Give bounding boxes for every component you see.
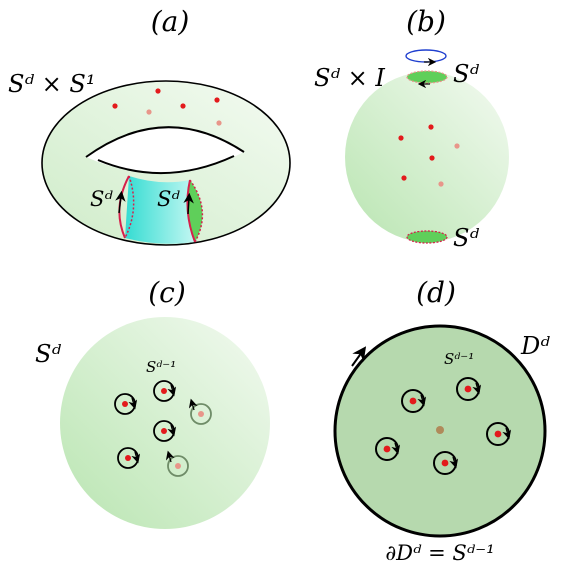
defect-point (155, 88, 161, 94)
left-cut-orientation-arrow (115, 190, 126, 214)
cylinder-section (125, 176, 195, 244)
panel-a: (a) Sᵈ × S¹ Sᵈ Sᵈ (8, 5, 291, 246)
defect-loop (401, 389, 427, 413)
torus-hole (86, 127, 244, 174)
defect-point (214, 97, 220, 103)
defect-point-faded (146, 109, 152, 115)
defect-loop-faded (165, 450, 189, 477)
panel-d-label: (d) (416, 276, 456, 309)
sphere-b-space-label: Sᵈ × I (314, 64, 385, 92)
boundary-equation-label: ∂Dᵈ = Sᵈ⁻¹ (385, 541, 494, 565)
torus-hole-rim (85, 126, 245, 158)
right-cut-orientation-arrow (183, 192, 194, 215)
loop-c-label: Sᵈ⁻¹ (146, 358, 176, 376)
panel-a-label: (a) (151, 5, 190, 38)
center-point (436, 426, 444, 434)
defect-loop (114, 393, 138, 415)
top-disc-label: Sᵈ (453, 60, 479, 88)
defect-point-faded (438, 181, 444, 187)
defect-point (112, 103, 118, 109)
defect-point (401, 175, 407, 181)
defect-loop (456, 377, 482, 401)
right-cut-label: Sᵈ (157, 187, 180, 211)
boundary-orientation-arrow (351, 346, 367, 367)
defect-loop (375, 437, 401, 461)
panel-c-label: (c) (148, 276, 186, 309)
defect-loop (153, 380, 177, 402)
defect-point (180, 103, 186, 109)
top-blue-loop (405, 49, 447, 63)
defect-loop (153, 420, 177, 442)
panel-d: (d) Dᵈ Sᵈ⁻¹ ∂Dᵈ (333, 276, 550, 565)
defect-point (428, 124, 434, 130)
disk-d-space-label: Dᵈ (520, 332, 550, 360)
panel-b: (b) Sᵈ × I Sᵈ Sᵈ (314, 5, 509, 252)
loop-d-label: Sᵈ⁻¹ (444, 350, 474, 368)
defect-loop (117, 447, 141, 469)
defect-point-faded (454, 143, 460, 149)
defect-point (398, 135, 404, 141)
sphere-b (345, 72, 509, 242)
defect-point-faded (216, 120, 222, 126)
sphere-c (60, 317, 270, 529)
panel-c: (c) (35, 276, 270, 529)
torus-hole-lower-rim (97, 155, 235, 175)
left-cut-label: Sᵈ (90, 187, 113, 211)
bottom-boundary-disc (406, 230, 448, 244)
top-boundary-disc (406, 70, 448, 84)
bottom-disc-label: Sᵈ (453, 224, 479, 252)
defect-loop (433, 451, 459, 475)
left-cut-back (124, 175, 135, 239)
defect-point (429, 155, 435, 161)
torus-space-label: Sᵈ × S¹ (8, 70, 95, 98)
right-cut-back (189, 179, 204, 243)
sphere-c-space-label: Sᵈ (35, 340, 61, 368)
defect-loop (486, 422, 512, 446)
panel-b-label: (b) (406, 5, 446, 38)
defect-loop-faded (188, 398, 212, 425)
